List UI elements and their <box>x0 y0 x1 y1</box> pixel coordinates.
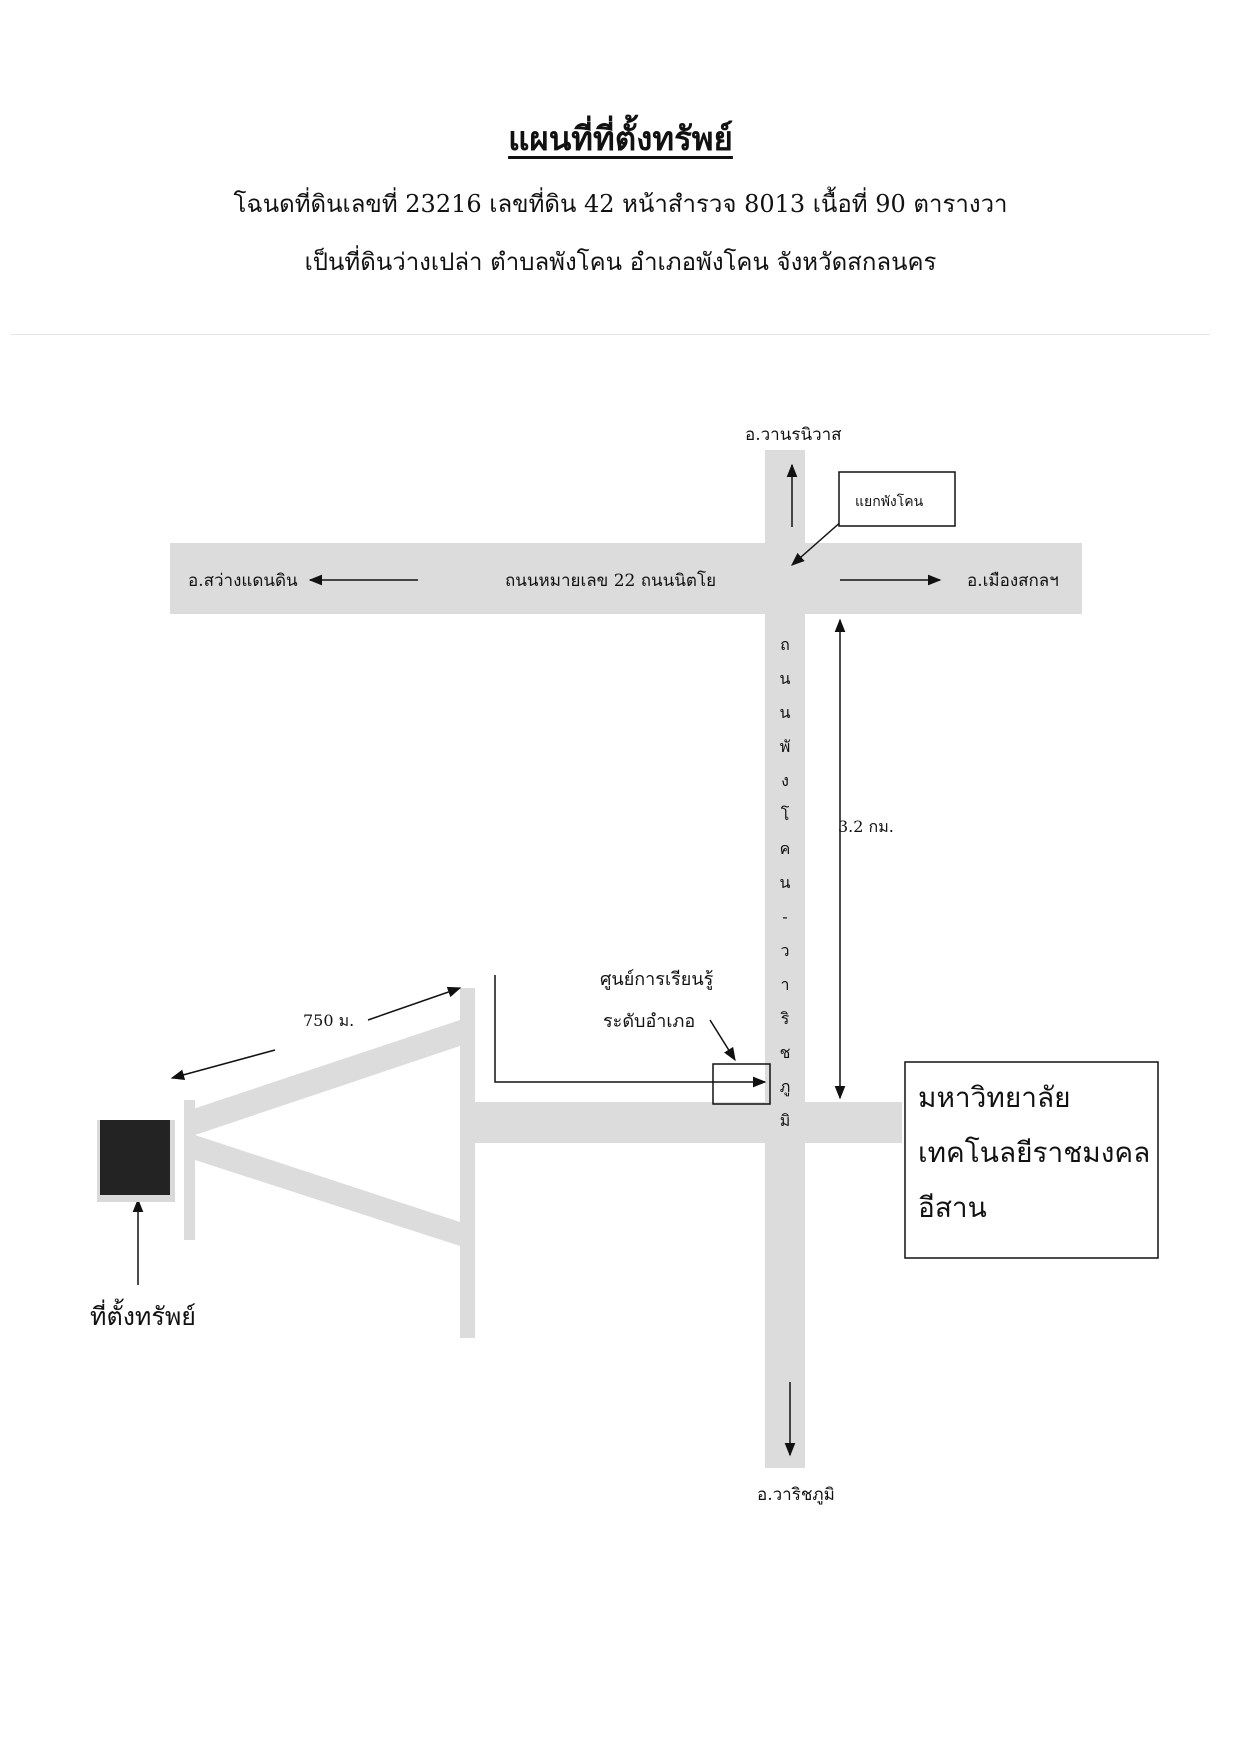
university-name-line3: อีสาน <box>918 1191 987 1224</box>
side-road-vertical <box>460 988 475 1338</box>
learning-center-pointer-arrow <box>709 1019 736 1062</box>
location-info-line: เป็นที่ดินว่างเปล่า ตำบลพังโคน อำเภอพังโ… <box>304 248 937 276</box>
vertical-road-char: ริ <box>780 1009 789 1028</box>
side-road-east-west <box>475 1102 902 1143</box>
access-road-vertical <box>184 1100 195 1240</box>
vertical-road-char: ง <box>781 771 789 790</box>
vertical-road-char: มิ <box>780 1111 791 1130</box>
distance-750m-arrow-left <box>170 1049 276 1081</box>
main-road-label: ถนนหมายเลข 22 ถนนนิตโย <box>505 570 716 591</box>
page-title: แผนที่ที่ตั้งทรัพย์ <box>508 119 733 158</box>
east-destination-label: อ.เมืองสกลฯ <box>967 571 1059 591</box>
vertical-road-char: - <box>782 907 787 926</box>
south-destination-label: อ.วาริชภูมิ <box>757 1485 835 1505</box>
header-divider <box>10 334 1210 335</box>
distance-750m-label: 750 ม. <box>303 1011 354 1030</box>
junction-box <box>838 471 956 527</box>
university-name-line2: เทคโนลยีราชมงคล <box>918 1136 1150 1169</box>
property-label: ที่ตั้งทรัพย์ <box>90 1298 196 1331</box>
learning-center-marker <box>712 1063 771 1105</box>
phangkhon-warichaphum-road <box>765 450 805 1468</box>
distance-3-2km-label: 3.2 กม. <box>838 817 894 836</box>
route-line <box>494 975 767 1088</box>
deed-info-line: โฉนดที่ดินเลขที่ 23216 เลขที่ดิน 42 หน้า… <box>233 190 1008 218</box>
vertical-road-char: โ <box>781 805 790 824</box>
university-name-line1: มหาวิทยาลัย <box>918 1081 1071 1114</box>
vertical-road-char: ถ <box>780 635 790 654</box>
vertical-road-char: น <box>780 669 791 688</box>
vertical-road-char: ค <box>780 839 791 858</box>
vertical-road-char: ว <box>781 941 790 960</box>
access-road-lower <box>195 1135 460 1246</box>
distance-750m-arrow-right <box>367 986 462 1021</box>
west-destination-label: อ.สว่างแดนดิน <box>188 571 298 591</box>
vertical-road-char: ช <box>780 1043 791 1062</box>
vertical-road-char: ภู <box>780 1077 791 1097</box>
vertical-road-char: า <box>781 975 790 994</box>
learning-center-label-line2: ระดับอำเภอ <box>603 1011 695 1032</box>
junction-label: แยกพังโคน <box>855 493 924 510</box>
vertical-road-char: น <box>780 873 791 892</box>
learning-center-label-line1: ศูนย์การเรียนรู้ <box>600 969 714 990</box>
junction-callout-arrow <box>790 519 844 566</box>
access-road-upper <box>184 1020 460 1135</box>
vertical-road-char: พั <box>780 737 791 756</box>
property-block <box>100 1120 170 1195</box>
vertical-road-char: น <box>780 703 791 722</box>
north-destination-label: อ.วานรนิวาส <box>745 425 842 445</box>
university-box <box>904 1061 1159 1259</box>
